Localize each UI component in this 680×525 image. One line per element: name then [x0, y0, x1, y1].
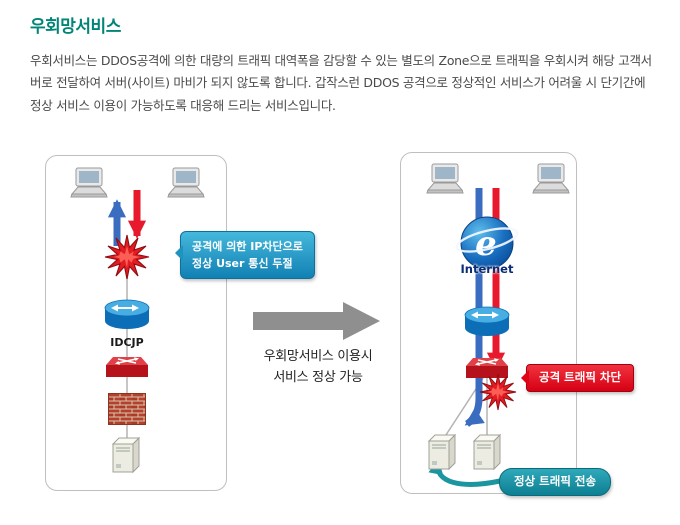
page-title: 우회망서비스: [30, 17, 121, 37]
page-description: 우회서비스는 DDOS공격에 의한 대량의 트래픽 대역폭을 감당할 수 있는 …: [30, 53, 652, 113]
laptop-icon: [528, 163, 574, 197]
attack-burst-icon: [479, 373, 517, 411]
switch-icon: [105, 355, 149, 380]
callout-tail: [167, 245, 183, 261]
callout-text-line1: 공격에 의한 IP차단으로: [192, 240, 303, 253]
router-icon: [103, 299, 151, 331]
server-icon: [111, 436, 141, 474]
firewall-icon: [108, 393, 146, 425]
internet-label: Internet: [460, 262, 514, 276]
transition-caption-line2: 서비스 정상 가능: [273, 370, 363, 386]
big-right-arrow-icon: [253, 302, 380, 340]
callout-tail: [513, 370, 529, 386]
callout-text: 공격 트래픽 차단: [539, 370, 622, 384]
server-icon: [427, 433, 457, 471]
normal-traffic-callout: 정상 트래픽 전송: [499, 468, 612, 496]
laptop-icon: [422, 163, 468, 197]
attack-blocked-callout: 공격 트래픽 차단: [521, 364, 635, 392]
laptop-icon: [163, 167, 209, 201]
callout-text: 정상 트래픽 전송: [514, 474, 597, 488]
transition-caption: 우회망서비스 이용시 서비스 정상 가능: [238, 346, 398, 389]
router-label: IDCJP: [110, 336, 144, 349]
laptop-icon: [66, 167, 112, 201]
attack-burst-icon: [104, 234, 150, 280]
ip-block-callout: 공격에 의한 IP차단으로 정상 User 통신 두절: [175, 231, 315, 280]
router-icon: [463, 306, 511, 338]
transition-caption-line1: 우회망서비스 이용시: [263, 349, 373, 364]
callout-text-line2: 정상 User 통신 두절: [192, 257, 293, 271]
server-icon: [472, 433, 502, 471]
